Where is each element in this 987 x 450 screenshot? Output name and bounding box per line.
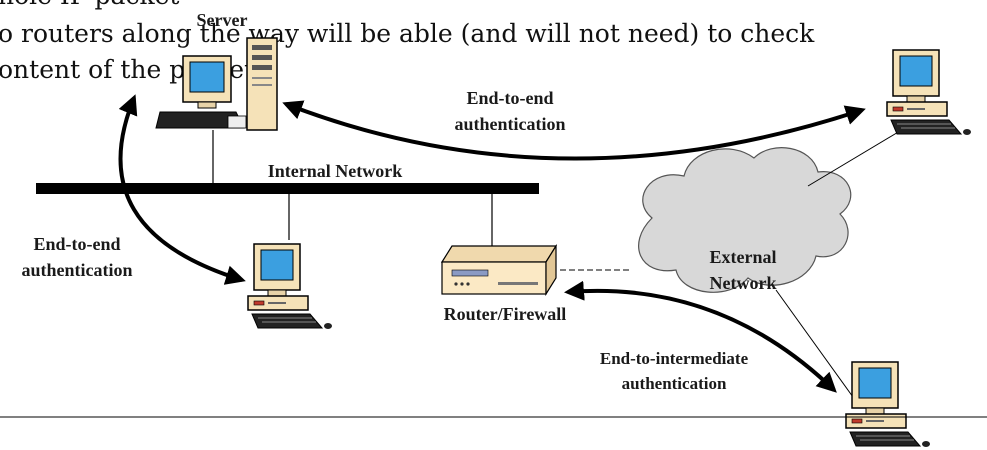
- e2e-top-label-1: End-to-end: [466, 88, 553, 108]
- external-network-label-1: External: [710, 247, 777, 267]
- e2e-top-label-2: authentication: [454, 114, 565, 134]
- internal-network-label: Internal Network: [268, 161, 402, 181]
- cloud-to-remote-pc-link: [807, 127, 906, 187]
- end-to-end-arrow-top: [282, 100, 866, 161]
- workstation-computer-icon: [886, 49, 972, 136]
- background-text-line-1: hole IP packet: [0, 0, 179, 10]
- router-firewall-label: Router/Firewall: [444, 304, 567, 324]
- end-to-end-arrow-left: [118, 94, 246, 285]
- cloud-to-remote-pc2-link: [775, 289, 859, 405]
- e2i-label-2: authentication: [622, 374, 727, 393]
- internal-network-bus: [36, 183, 539, 194]
- background-text-line-2: o routers along the way will be able (an…: [0, 19, 815, 48]
- e2e-left-label-1: End-to-end: [33, 234, 120, 254]
- end-to-intermediate-arrow: [564, 280, 837, 393]
- e2e-left-label-2: authentication: [21, 260, 132, 280]
- workstation-computer-icon: [845, 361, 931, 448]
- e2i-label-1: End-to-intermediate: [600, 349, 749, 368]
- workstation-computer-icon: [247, 243, 333, 330]
- server-label: Server: [197, 10, 248, 30]
- cloud-icon: [638, 147, 852, 293]
- router-firewall-icon: [440, 243, 558, 297]
- server-computer-icon: [155, 37, 278, 131]
- external-network-label-2: Network: [710, 273, 777, 293]
